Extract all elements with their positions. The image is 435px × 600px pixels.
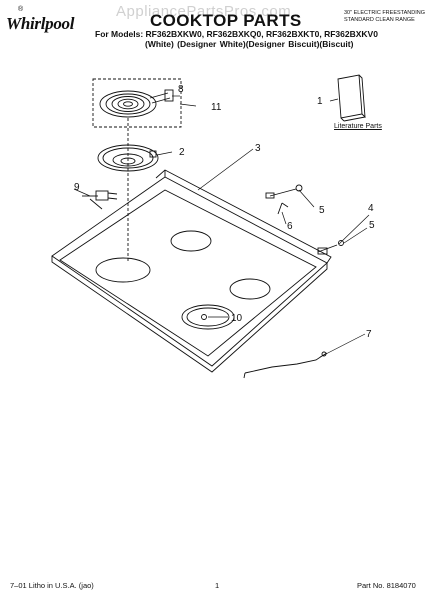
burner-opening-front-left (95, 257, 151, 283)
range-description-line-2: STANDARD CLEAN RANGE (344, 17, 415, 23)
cooktop (51, 169, 332, 373)
callout-1: 1 (317, 96, 323, 107)
footer-part-number: Part No. 8184070 (357, 581, 416, 590)
whirlpool-logo: Whirlpool (6, 14, 75, 33)
footer-print-info: 7–01 Litho in U.S.A. (jao) (10, 581, 94, 590)
model-list: For Models: RF362BXKW0, RF362BXKQ0, RF36… (95, 29, 378, 39)
literature-parts-label: Literature Parts (334, 123, 382, 130)
callout-5-lower: 5 (369, 220, 375, 231)
footer-page-number: 1 (215, 581, 220, 590)
plug-button (201, 314, 207, 320)
registered-mark: ® (18, 6, 24, 13)
color-list: (White) (Designer White)(Designer Biscui… (145, 39, 354, 49)
callout-7: 7 (366, 329, 372, 340)
burner-opening-rear-left (170, 230, 212, 252)
callout-numbers: 8 11 2 9 3 1 5 6 4 5 10 7 (74, 84, 375, 340)
range-description-line-1: 30" ELECTRIC FREESTANDING (344, 10, 426, 16)
screw-clip-upper (265, 184, 303, 199)
callout-6: 6 (287, 221, 293, 232)
range-description: 30" ELECTRIC FREESTANDING STANDARD CLEAN… (344, 10, 434, 24)
callout-10: 10 (231, 313, 243, 324)
burner-opening-front-right (181, 304, 235, 330)
screw-clip-lower (317, 240, 344, 255)
trim-rod (243, 351, 328, 379)
callout-8: 8 (178, 84, 184, 95)
literature-parts-book (337, 74, 366, 122)
page-title: COOKTOP PARTS (150, 11, 302, 30)
callout-3: 3 (255, 143, 261, 154)
callout-9: 9 (74, 182, 80, 193)
callout-5-upper: 5 (319, 205, 325, 216)
callout-4: 4 (368, 203, 374, 214)
callout-2: 2 (179, 147, 185, 158)
callout-11: 11 (211, 102, 222, 113)
terminal-block (82, 190, 118, 210)
clip-part-6 (277, 202, 289, 215)
watermark: AppliancePartsPros.com (116, 3, 292, 20)
element-detail-box (92, 78, 182, 128)
burner-opening-rear-right (229, 278, 271, 300)
surface-element (99, 89, 174, 118)
